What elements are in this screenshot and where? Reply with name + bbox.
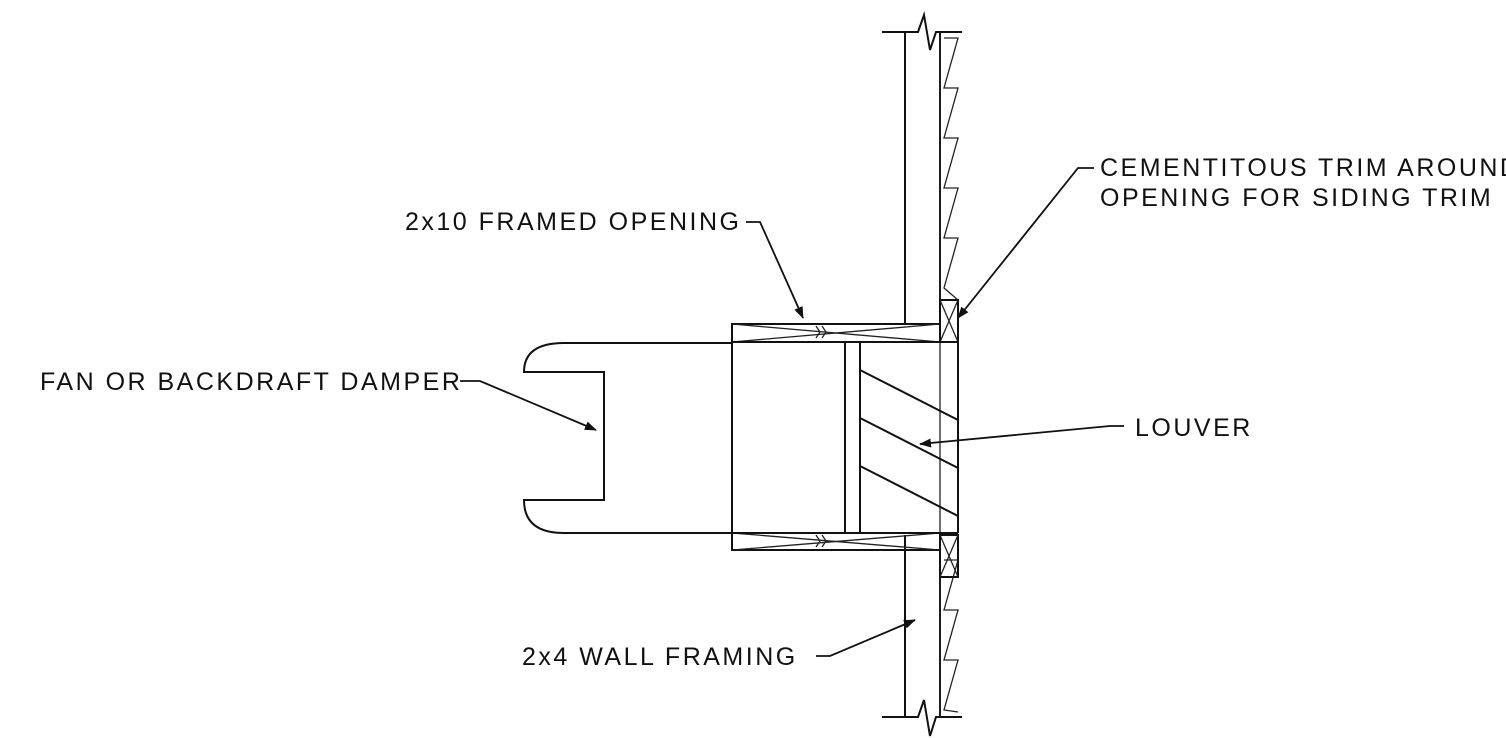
duct-sleeve	[731, 324, 940, 550]
label-fan: FAN OR BACKDRAFT DAMPER	[40, 368, 462, 396]
leader-wall-framing	[816, 619, 916, 657]
trim-block-top	[939, 299, 959, 343]
label-framed-opening: 2x10 FRAMED OPENING	[405, 208, 741, 236]
label-trim-line2: OPENING FOR SIDING TRIM	[1100, 184, 1493, 212]
fan-backdraft-damper	[522, 342, 732, 534]
break-line-top	[882, 11, 962, 51]
lap-siding	[939, 35, 959, 718]
leader-trim	[957, 167, 1094, 319]
framed-opening-header	[731, 323, 941, 343]
leader-fan	[460, 380, 597, 431]
framed-opening-sill	[731, 532, 941, 551]
label-trim-line1: CEMENTITOUS TRIM AROUND	[1100, 154, 1506, 182]
break-line-bottom	[882, 699, 962, 737]
leader-framed-opening	[746, 221, 804, 319]
leader-louver	[919, 425, 1124, 448]
label-wall-framing: 2x4 WALL FRAMING	[522, 643, 798, 671]
label-louver: LOUVER	[1135, 414, 1253, 442]
trim-block-bottom	[939, 534, 959, 578]
louver	[859, 341, 959, 534]
wall-stud	[904, 32, 941, 718]
